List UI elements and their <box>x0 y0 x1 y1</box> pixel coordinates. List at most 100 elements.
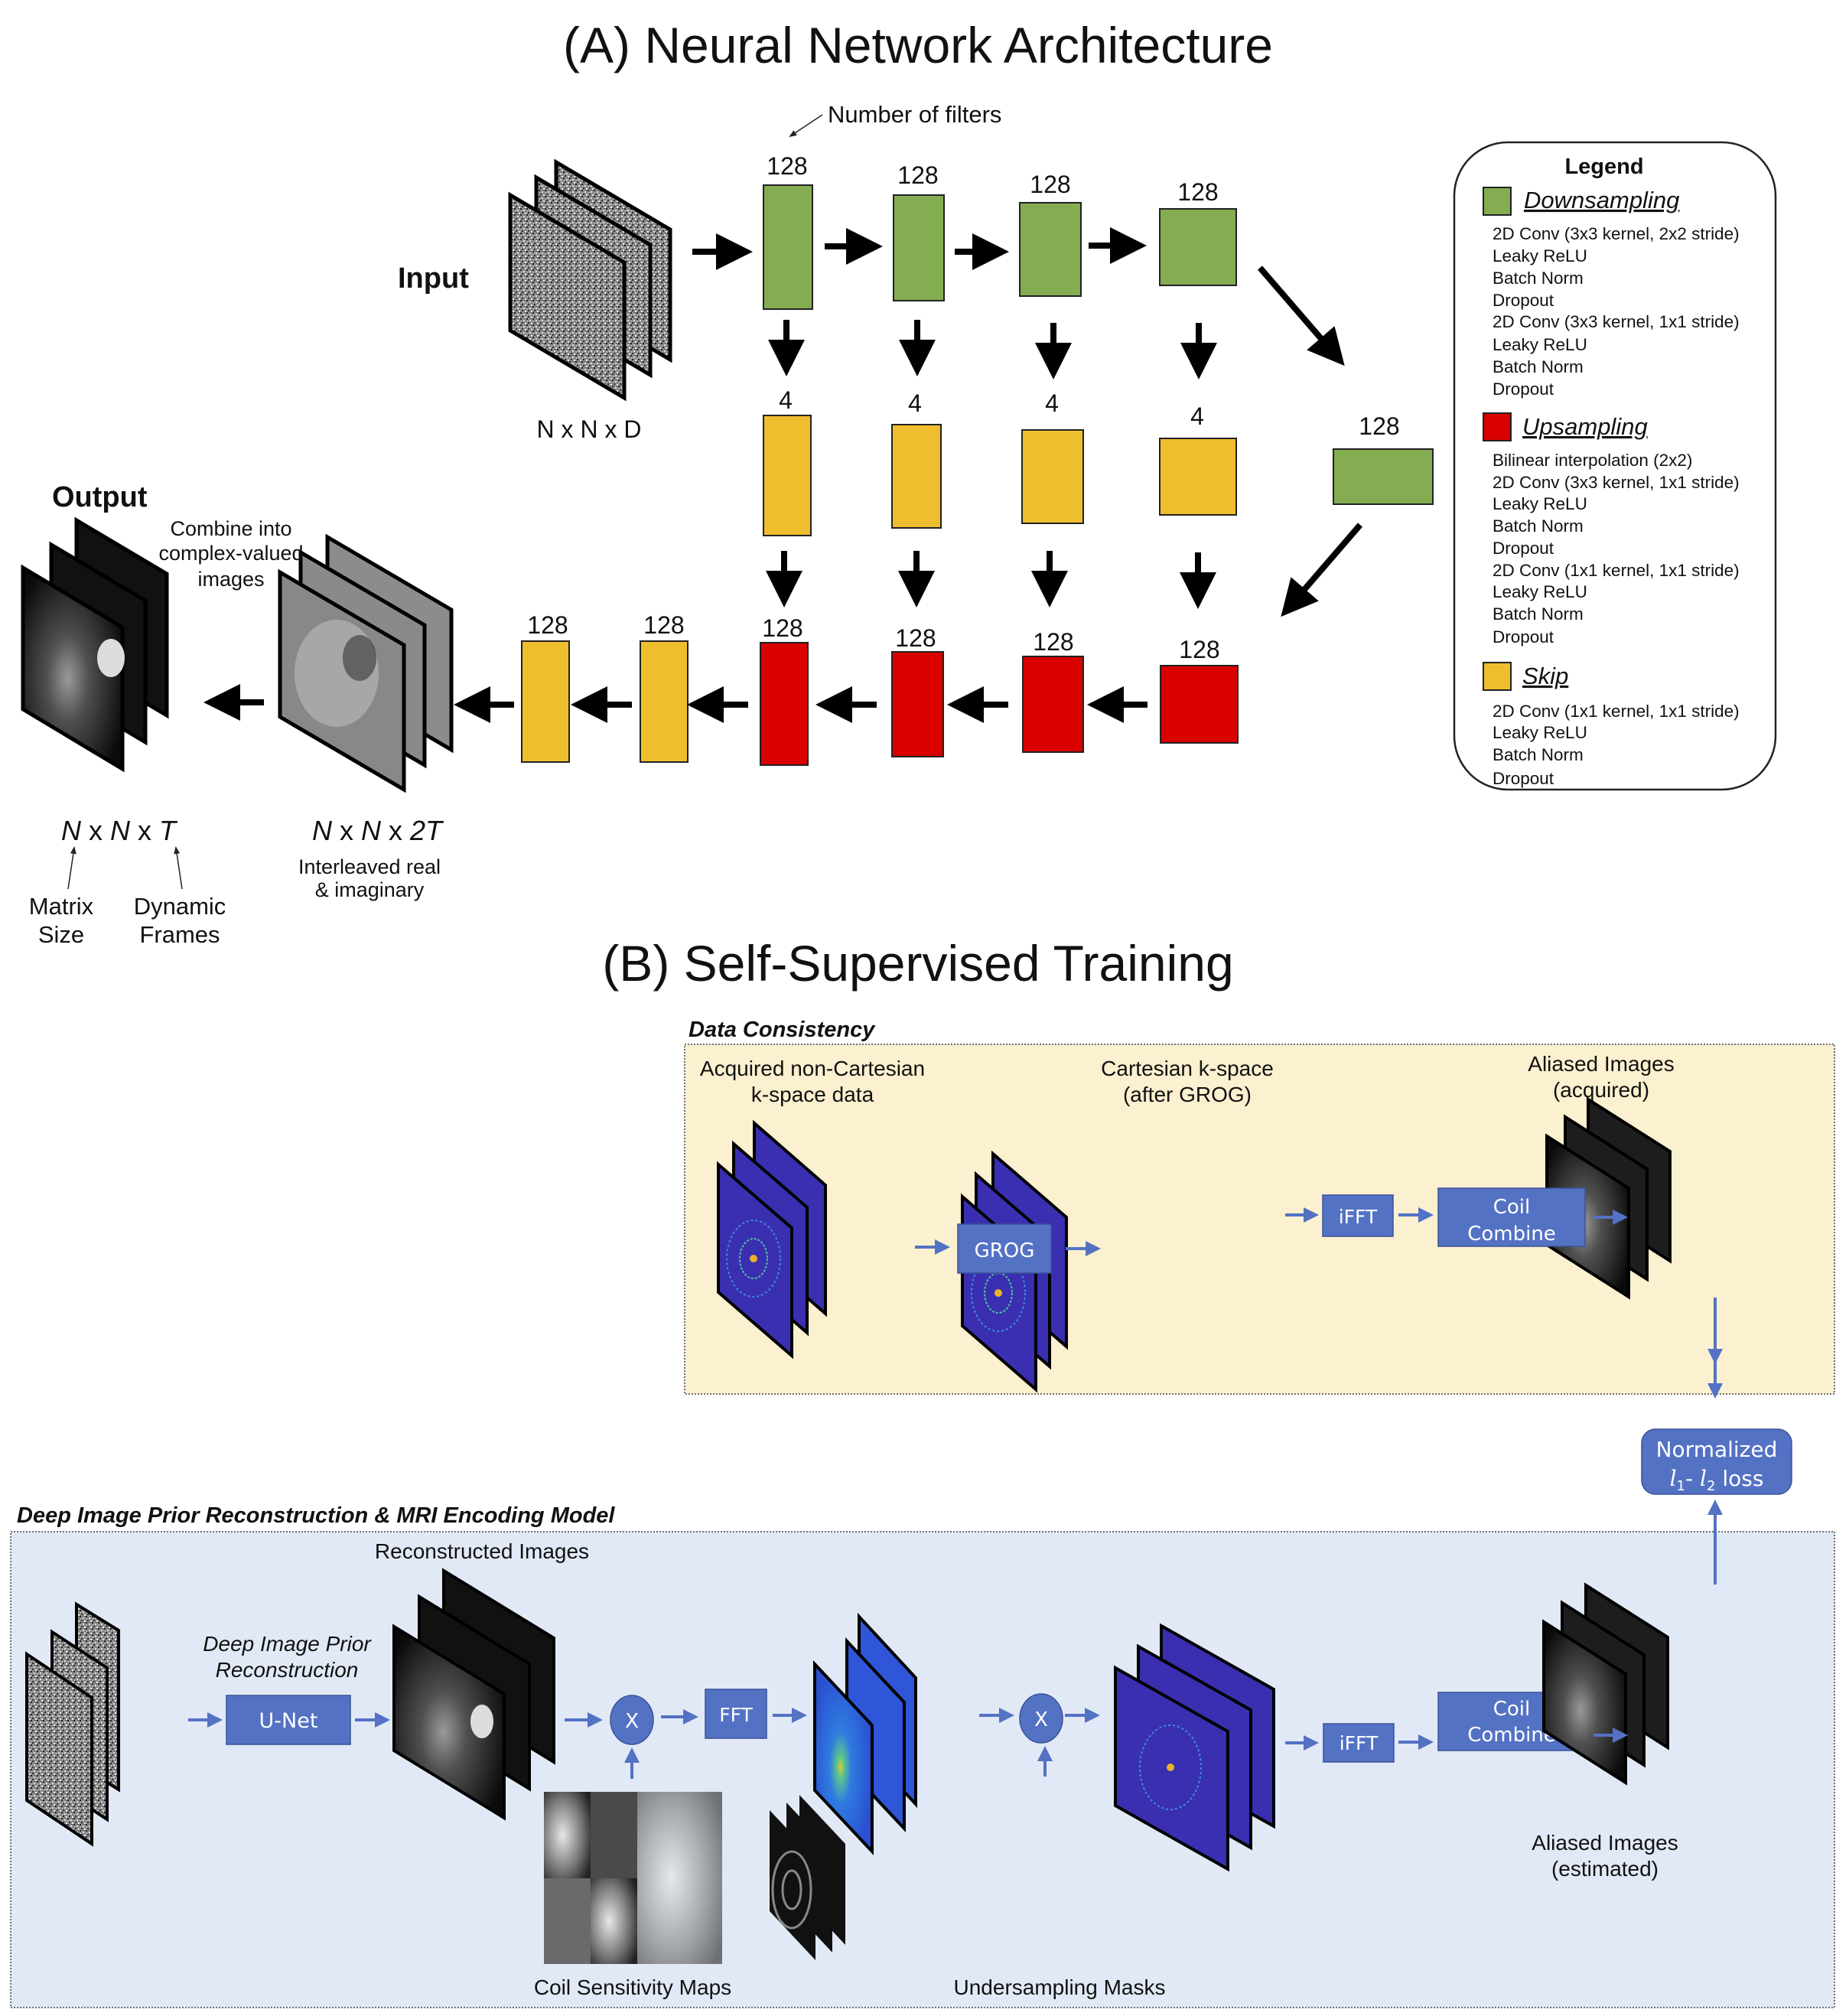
aliased-estimated-label-1: Aliased Images <box>1532 1831 1678 1855</box>
output-dims: N x N x T <box>61 815 178 846</box>
up-block-2-filters: 128 <box>895 624 936 652</box>
svg-text:2D Conv (3x3 kernel, 1x1 strid: 2D Conv (3x3 kernel, 1x1 stride) <box>1493 312 1740 331</box>
interleaved-dims: N x N x 2T <box>312 815 444 846</box>
up-block-1 <box>760 642 809 766</box>
masks-label: Undersampling Masks <box>954 1975 1166 1999</box>
svg-text:Leaky ReLU: Leaky ReLU <box>1493 335 1587 354</box>
undersampled-kspace-stack <box>1114 1623 1275 1872</box>
downsampling-row: 128 128 128 128 128 <box>763 152 1434 505</box>
svg-text:Leaky ReLU: Leaky ReLU <box>1493 494 1587 513</box>
up-block-1-filters: 128 <box>762 614 802 642</box>
up-block-4 <box>1160 665 1239 744</box>
dip-label-1: Deep Image Prior <box>203 1632 372 1656</box>
interleaved-label-1: Interleaved real <box>298 855 441 878</box>
reconstructed-image-stack <box>392 1568 555 1821</box>
multiply-node-coil <box>610 1695 654 1745</box>
interleaved-image-stack <box>278 533 454 793</box>
input-noise-stack <box>508 158 672 402</box>
skip-block-3-filters: 4 <box>1045 389 1059 417</box>
dc-coil-combine-box <box>1437 1187 1586 1247</box>
legend-box <box>1453 141 1777 791</box>
upsampling-row: 128 128 128 128 128 128 <box>521 611 1239 766</box>
aliased-acquired-label-1: Aliased Images <box>1528 1052 1674 1076</box>
svg-text:Batch Norm: Batch Norm <box>1493 745 1584 764</box>
svg-text:2D Conv (1x1 kernel, 1x1 strid: 2D Conv (1x1 kernel, 1x1 stride) <box>1493 702 1740 721</box>
dip-label-2: Reconstruction <box>216 1658 359 1682</box>
aliased-acquired-label-2: (acquired) <box>1553 1078 1649 1102</box>
matrix-size-label-1: Matrix <box>29 893 94 920</box>
up-block-4-filters: 128 <box>1179 636 1219 663</box>
unet-label: U-Net <box>259 1709 318 1733</box>
svg-text:Dropout: Dropout <box>1493 627 1554 646</box>
legend-swatch-skip <box>1483 662 1512 691</box>
multiply-label-2: X <box>1034 1708 1048 1731</box>
grog-label: GROG <box>975 1239 1035 1262</box>
acquired-label-2: k-space data <box>751 1083 874 1106</box>
fft-label: FFT <box>719 1704 753 1726</box>
skip-row: 4 4 4 4 <box>763 386 1237 536</box>
legend-skip-items: 2D Conv (1x1 kernel, 1x1 stride) Leaky R… <box>1493 702 1740 788</box>
data-consistency-heading: Data Consistency <box>688 1018 876 1042</box>
out-skip-block-2 <box>640 640 688 763</box>
skip-block-2-filters: 4 <box>908 389 922 417</box>
svg-text:2D Conv (1x1 kernel, 1x1 strid: 2D Conv (1x1 kernel, 1x1 stride) <box>1493 561 1740 580</box>
up-block-3 <box>1022 656 1084 753</box>
legend: Legend Downsampling 2D Conv (3x3 kernel,… <box>1453 141 1777 791</box>
out-skip-block-2-filters: 128 <box>643 611 684 639</box>
svg-text:Leaky ReLU: Leaky ReLU <box>1493 246 1587 265</box>
unet-box <box>226 1695 351 1745</box>
dip-input-noise-stack <box>25 1601 120 1847</box>
svg-text:Batch Norm: Batch Norm <box>1493 604 1584 624</box>
dynamic-frames-label-1: Dynamic <box>134 893 226 920</box>
down-block-2-filters: 128 <box>897 161 938 189</box>
dc-ifft-label: iFFT <box>1339 1206 1378 1228</box>
matrix-size-label-2: Size <box>38 921 84 948</box>
svg-text:Dropout: Dropout <box>1493 769 1554 788</box>
multiply-label-1: X <box>625 1710 639 1733</box>
down-arrows <box>692 227 1363 617</box>
legend-upsampling-items: Bilinear interpolation (2x2) 2D Conv (3x… <box>1493 451 1740 646</box>
dip-coil-combine-label-2: Combine <box>1467 1724 1556 1747</box>
bottleneck-block <box>1333 448 1434 505</box>
bottleneck-filters: 128 <box>1359 412 1399 440</box>
dip-panel <box>10 1531 1835 2008</box>
loss-label-2: l1- l2 loss <box>1670 1466 1764 1494</box>
out-skip-block-1 <box>521 640 570 763</box>
skip-block-4-filters: 4 <box>1190 402 1204 430</box>
out-skip-block-1-filters: 128 <box>527 611 568 639</box>
dc-ifft-box <box>1322 1194 1394 1237</box>
svg-text:Leaky ReLU: Leaky ReLU <box>1493 723 1587 742</box>
dip-heading: Deep Image Prior Reconstruction & MRI En… <box>17 1503 615 1528</box>
combine-label-3: images <box>197 568 264 591</box>
svg-text:2D Conv (3x3 kernel, 1x1 strid: 2D Conv (3x3 kernel, 1x1 stride) <box>1493 473 1740 492</box>
cartesian-label-2: (after GROG) <box>1123 1083 1252 1106</box>
svg-text:Batch Norm: Batch Norm <box>1493 269 1584 288</box>
matrix-size-pointer <box>67 846 76 890</box>
grog-box <box>957 1223 1052 1274</box>
dip-ifft-label: iFFT <box>1340 1732 1379 1754</box>
legend-skip-heading: Skip <box>1522 663 1568 689</box>
down-block-4-filters: 128 <box>1177 178 1218 206</box>
dynamic-frames-label-2: Frames <box>139 921 220 948</box>
legend-upsampling-heading: Upsampling <box>1522 413 1648 440</box>
output-image-stack <box>21 516 169 773</box>
skip-arrows <box>766 320 1217 609</box>
skip-block-1-filters: 4 <box>779 386 793 414</box>
coil-sensitivity-maps <box>544 1792 722 1964</box>
dip-ifft-box <box>1323 1723 1395 1763</box>
dc-arrows <box>915 1207 1723 1399</box>
legend-swatch-upsampling <box>1483 412 1512 441</box>
svg-text:Dropout: Dropout <box>1493 291 1554 310</box>
fft-box <box>705 1689 767 1739</box>
filters-pointer-arrow <box>789 114 823 138</box>
legend-swatch-downsampling <box>1483 187 1512 216</box>
dc-coil-combine-label-1: Coil <box>1493 1196 1531 1219</box>
aliased-estimated-label-2: (estimated) <box>1551 1857 1659 1881</box>
svg-text:Batch Norm: Batch Norm <box>1493 357 1584 376</box>
dc-coil-combine-label-2: Combine <box>1467 1223 1556 1246</box>
multiply-node-mask <box>1019 1693 1063 1744</box>
down-block-1 <box>763 184 813 310</box>
legend-downsampling-items: 2D Conv (3x3 kernel, 2x2 stride) Leaky R… <box>1493 224 1740 399</box>
up-arrows <box>203 684 1148 723</box>
acquired-kspace-stack <box>717 1119 827 1360</box>
